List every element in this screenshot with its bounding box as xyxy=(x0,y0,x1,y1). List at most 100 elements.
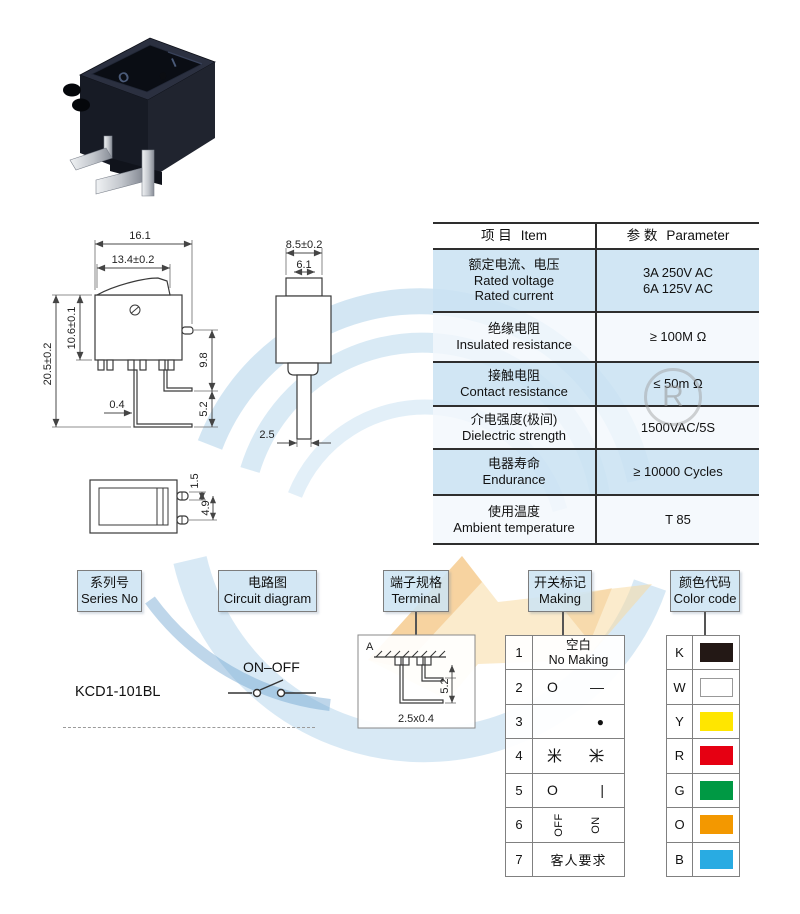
color-swatch xyxy=(699,643,733,663)
svg-text:20.5±0.2: 20.5±0.2 xyxy=(42,343,54,386)
color-row: B xyxy=(667,842,739,876)
front-body xyxy=(94,277,194,428)
label-cn: 电路图 xyxy=(247,574,287,590)
bottom-dimensions: 1.5 4.9 xyxy=(189,473,217,521)
connector-line xyxy=(704,612,706,635)
svg-text:6.1: 6.1 xyxy=(296,259,311,271)
making-mark-cn: 空白 xyxy=(565,637,591,652)
making-mark-right: | xyxy=(600,782,604,799)
spec-item-en: Contact resistance xyxy=(460,384,568,399)
color-swatch xyxy=(699,849,733,869)
spec-item-cn: 电器寿命 xyxy=(487,456,540,472)
making-table: 1 空白 No Making 2 O — 3 ● 4 米 米 xyxy=(505,635,625,877)
svg-text:0.4: 0.4 xyxy=(109,399,124,411)
section-label-circuit-diagram: 电路图 Circuit diagram xyxy=(218,570,317,612)
spec-value: ≥ 10000 Cycles xyxy=(633,464,723,480)
color-code-letter: W xyxy=(667,670,693,704)
making-row-number: 1 xyxy=(506,636,533,670)
color-swatch xyxy=(699,780,733,800)
spec-item-cn: 介电强度(极间) xyxy=(470,411,558,427)
color-code-table: K W Y R G O B xyxy=(666,635,740,877)
making-row-number: 3 xyxy=(506,704,533,739)
spec-row-endurance: 电器寿命 Endurance ≥ 10000 Cycles xyxy=(433,450,759,496)
spec-row-insulated: 绝缘电阻 Insulated resistance ≥ 100M Ω xyxy=(433,313,759,363)
label-en: Terminal xyxy=(391,591,441,606)
spec-header-row: 项 目 Item 参 数 Parameter xyxy=(433,222,759,250)
spec-item-en: Insulated resistance xyxy=(456,337,572,352)
color-code-letter: B xyxy=(667,842,693,876)
spec-row-rated: 额定电流、电压 Rated voltage Rated current 3A 2… xyxy=(433,250,759,313)
svg-text:8.5±0.2: 8.5±0.2 xyxy=(286,239,323,251)
spec-value: T 85 xyxy=(665,511,691,527)
registered-trademark-watermark: R xyxy=(644,368,702,426)
spec-value: 1500VAC/5S xyxy=(640,419,716,435)
series-model-number: KCD1-101BL xyxy=(75,684,161,700)
drawing-side-view: 8.5±0.2 6.1 2.5 xyxy=(259,239,332,447)
color-row: Y xyxy=(667,704,739,740)
spec-item-en: Rated voltage xyxy=(473,272,555,288)
making-row: 7 客人要求 xyxy=(506,842,624,876)
connector-line xyxy=(415,612,417,635)
color-code-letter: O xyxy=(667,808,693,842)
color-code-letter: Y xyxy=(667,704,693,739)
side-hole xyxy=(159,72,167,80)
section-label-series-no: 系列号 Series No xyxy=(77,570,142,612)
spec-row-temperature: 使用温度 Ambient temperature T 85 xyxy=(433,496,759,545)
making-mark-left: O xyxy=(547,679,558,696)
making-row: 3 ● xyxy=(506,704,624,740)
spec-item-en: Rated current xyxy=(474,288,554,304)
color-row: R xyxy=(667,739,739,774)
svg-text:2.5: 2.5 xyxy=(259,429,274,441)
making-row: 4 米 米 xyxy=(506,739,624,774)
svg-text:13.4±0.2: 13.4±0.2 xyxy=(112,254,155,266)
side-bump xyxy=(63,83,81,97)
svg-text:5.2: 5.2 xyxy=(439,678,451,693)
making-mark-left: OFF xyxy=(552,813,565,837)
terminal-hatching xyxy=(374,650,446,658)
color-swatch xyxy=(699,815,733,835)
section-label-color-code: 颜色代码 Color code xyxy=(670,570,740,612)
spec-value: ≥ 100M Ω xyxy=(649,329,707,345)
product-photo-rocker-switch: O I xyxy=(63,37,216,197)
spec-item-cn: 绝缘电阻 xyxy=(487,321,540,337)
spec-row-dielectric: 介电强度(极间) Dielectric strength 1500VAC/5S xyxy=(433,407,759,450)
side-body xyxy=(275,277,332,440)
label-cn: 开关标记 xyxy=(533,574,586,590)
making-mark-right: — xyxy=(590,679,604,696)
spec-item-en: Dielectric strength xyxy=(461,427,567,443)
spec-value: 3A 250V AC xyxy=(642,264,714,280)
making-row-number: 4 xyxy=(506,739,533,773)
terminal-pins xyxy=(394,656,444,704)
bottom-body xyxy=(89,479,189,534)
making-row-number: 6 xyxy=(506,808,533,842)
spec-item-en: Endurance xyxy=(482,472,546,487)
svg-text:2.5x0.4: 2.5x0.4 xyxy=(398,713,434,725)
rocker-mark-on: I xyxy=(169,55,178,70)
making-mark-left: 米 xyxy=(547,748,563,766)
svg-text:10.6±0.1: 10.6±0.1 xyxy=(66,307,78,350)
svg-text:9.8: 9.8 xyxy=(198,352,210,367)
spec-item-cn: 接触电阻 xyxy=(487,368,540,384)
spec-value: 6A 125V AC xyxy=(642,280,714,296)
registered-r: R xyxy=(662,380,684,413)
side-dimensions: 8.5±0.2 6.1 2.5 xyxy=(259,239,331,447)
section-label-making: 开关标记 Making xyxy=(528,570,592,612)
making-mark-en: No Making xyxy=(548,652,609,667)
label-en: Circuit diagram xyxy=(223,591,312,606)
color-code-letter: G xyxy=(667,773,693,808)
drawing-bottom-view: 1.5 4.9 xyxy=(89,473,217,534)
svg-text:4.9: 4.9 xyxy=(200,500,212,515)
making-mark-right: ● xyxy=(596,714,604,729)
making-mark-custom: 客人要求 xyxy=(550,852,607,868)
switch-pins xyxy=(69,135,155,197)
svg-text:16.1: 16.1 xyxy=(129,230,150,242)
svg-text:1.5: 1.5 xyxy=(189,473,201,488)
spec-item-en: Ambient temperature xyxy=(453,519,575,535)
making-mark-right: 米 xyxy=(586,748,604,764)
connector-line xyxy=(562,612,564,635)
svg-text:5.2: 5.2 xyxy=(198,401,210,416)
color-row: G xyxy=(667,773,739,809)
label-en: Making xyxy=(539,591,581,606)
color-swatch xyxy=(699,677,733,697)
